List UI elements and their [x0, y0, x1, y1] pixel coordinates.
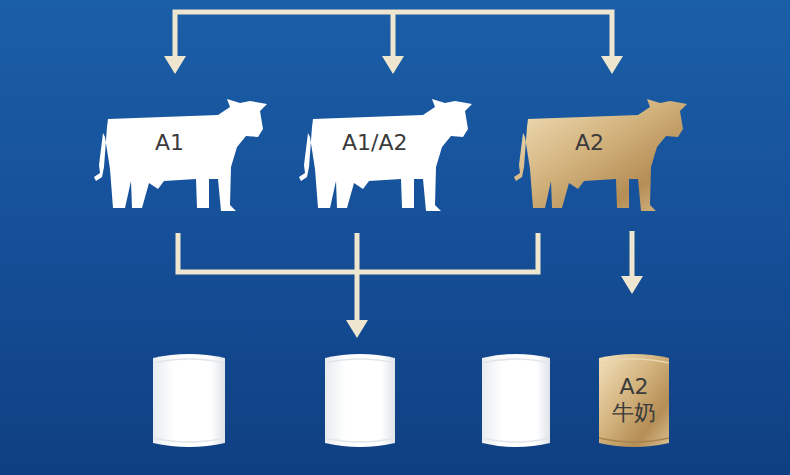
cow-label: A1 — [155, 130, 184, 156]
can-body — [599, 354, 669, 447]
cow-body — [94, 99, 267, 211]
cow-silhouette — [295, 97, 475, 215]
can-label: A2 牛奶 — [609, 374, 659, 427]
arrow-connector — [621, 231, 643, 294]
cow-silhouette — [510, 97, 690, 215]
cow-node: A2 — [510, 97, 690, 215]
empty-can — [482, 354, 550, 447]
empty-can — [153, 354, 225, 447]
milk-can-node: A2 牛奶 — [599, 350, 669, 451]
cow-body — [299, 99, 472, 211]
cow-label: A2 — [575, 130, 604, 156]
cow-silhouette — [90, 97, 270, 215]
cow-node: A1/A2 — [295, 97, 475, 215]
cow-node: A1 — [90, 97, 270, 215]
cow-label: A1/A2 — [342, 130, 408, 156]
cow-body — [514, 99, 687, 211]
empty-can — [325, 354, 395, 447]
